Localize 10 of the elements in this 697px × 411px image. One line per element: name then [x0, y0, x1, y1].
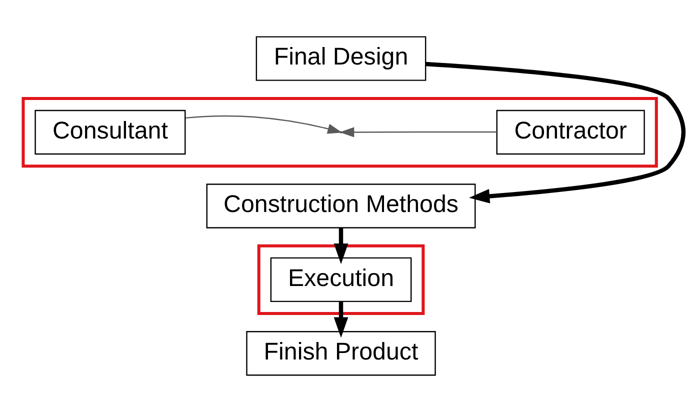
node-box: Finish Product: [246, 330, 436, 376]
node-box: Final Design: [256, 36, 426, 80]
arrow: [426, 61, 686, 203]
node-box: Execution: [270, 256, 412, 302]
arrow: [334, 227, 348, 264]
arrow: [334, 301, 348, 338]
node-box: Construction Methods: [206, 183, 476, 228]
node-box: Contractor: [496, 109, 645, 154]
node-box: Consultant: [34, 109, 186, 154]
cluster: [22, 96, 658, 168]
